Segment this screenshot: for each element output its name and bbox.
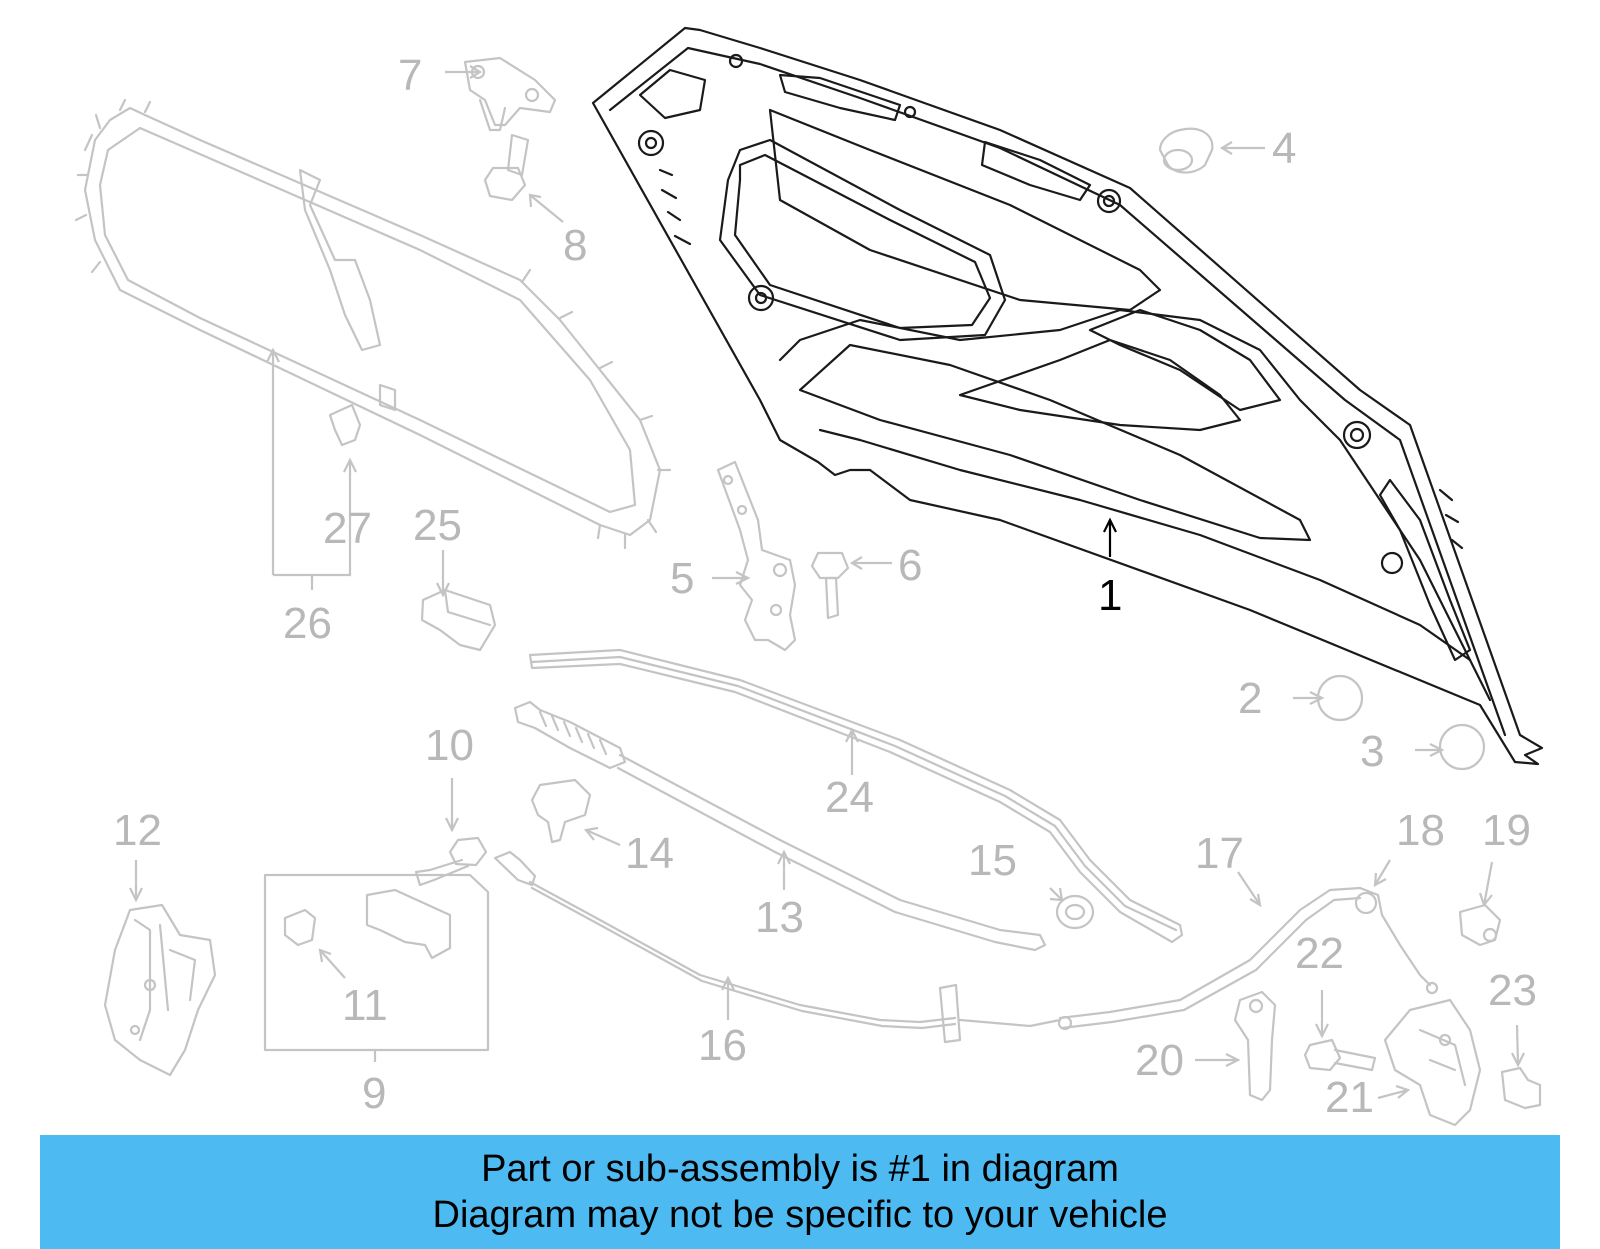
callout-22: 22 — [1295, 929, 1344, 978]
callout-24: 24 — [825, 773, 874, 822]
callout-5: 5 — [670, 554, 694, 603]
part-10-bolt — [414, 836, 488, 887]
part-6-bolt — [810, 551, 850, 620]
callout-10: 10 — [425, 721, 474, 770]
part-16-release-cable — [493, 850, 1062, 1044]
part-20-handle — [1233, 990, 1277, 1102]
callout-9: 9 — [362, 1069, 386, 1118]
callout-20: 20 — [1135, 1036, 1184, 1085]
callout-16: 16 — [698, 1021, 747, 1070]
part-9-latch-kit — [263, 873, 490, 1052]
part-24-weatherstrip — [528, 648, 1184, 944]
part-23-clip — [1500, 1066, 1542, 1110]
banner-disclaimer: Diagram may not be specific to your vehi… — [432, 1194, 1168, 1236]
callout-19: 19 — [1482, 806, 1531, 855]
callout-26: 26 — [283, 599, 332, 648]
callout-17: 17 — [1195, 829, 1244, 878]
callout-1: 1 — [1098, 571, 1122, 620]
part-8-bolt — [483, 133, 530, 202]
hood-panel — [591, 26, 1544, 766]
callout-12: 12 — [113, 806, 162, 855]
part-19-clip — [1458, 903, 1502, 947]
part-22-bolt — [1303, 1038, 1377, 1072]
part-15-grommet — [1055, 894, 1095, 930]
part-25-stop — [420, 588, 497, 652]
callout-15: 15 — [968, 836, 1017, 885]
callout-4: 4 — [1272, 124, 1296, 173]
part-13-prop-rod — [513, 700, 1047, 952]
callout-23: 23 — [1488, 966, 1537, 1015]
part-4-bumper — [1158, 127, 1214, 174]
leader-lines — [129, 65, 1525, 1100]
callout-8: 8 — [563, 221, 587, 270]
callout-2: 2 — [1238, 674, 1262, 723]
callout-27: 27 — [323, 504, 372, 553]
callout-14: 14 — [625, 829, 674, 878]
part-14-switch — [530, 778, 592, 844]
part-5-hinge — [716, 460, 797, 652]
part-12-bracket — [103, 903, 217, 1077]
part-1-hood — [591, 26, 1544, 766]
callout-7: 7 — [398, 51, 422, 100]
callout-21: 21 — [1325, 1073, 1374, 1122]
banner-part-note: Part or sub-assembly is #1 in diagram — [481, 1148, 1119, 1190]
part-27-clip — [328, 403, 362, 447]
part-3-plug — [1438, 723, 1486, 771]
callout-6: 6 — [898, 541, 922, 590]
part-26-hood-insulator — [74, 98, 672, 550]
info-banner: Part or sub-assembly is #1 in diagram Di… — [40, 1135, 1560, 1249]
part-21-latch — [1383, 998, 1482, 1127]
callout-labels: 1 2 3 4 5 6 7 8 9 10 11 12 13 14 15 16 1… — [113, 51, 1537, 1122]
part-18-cable-end — [1354, 886, 1439, 995]
callout-11: 11 — [342, 981, 388, 1030]
part-17-cable — [1057, 886, 1362, 1031]
part-2-plug — [1316, 674, 1364, 722]
callout-25: 25 — [413, 501, 462, 550]
callout-13: 13 — [755, 893, 804, 942]
part-7-bracket — [463, 56, 557, 132]
callout-3: 3 — [1360, 727, 1384, 776]
callout-18: 18 — [1396, 806, 1445, 855]
